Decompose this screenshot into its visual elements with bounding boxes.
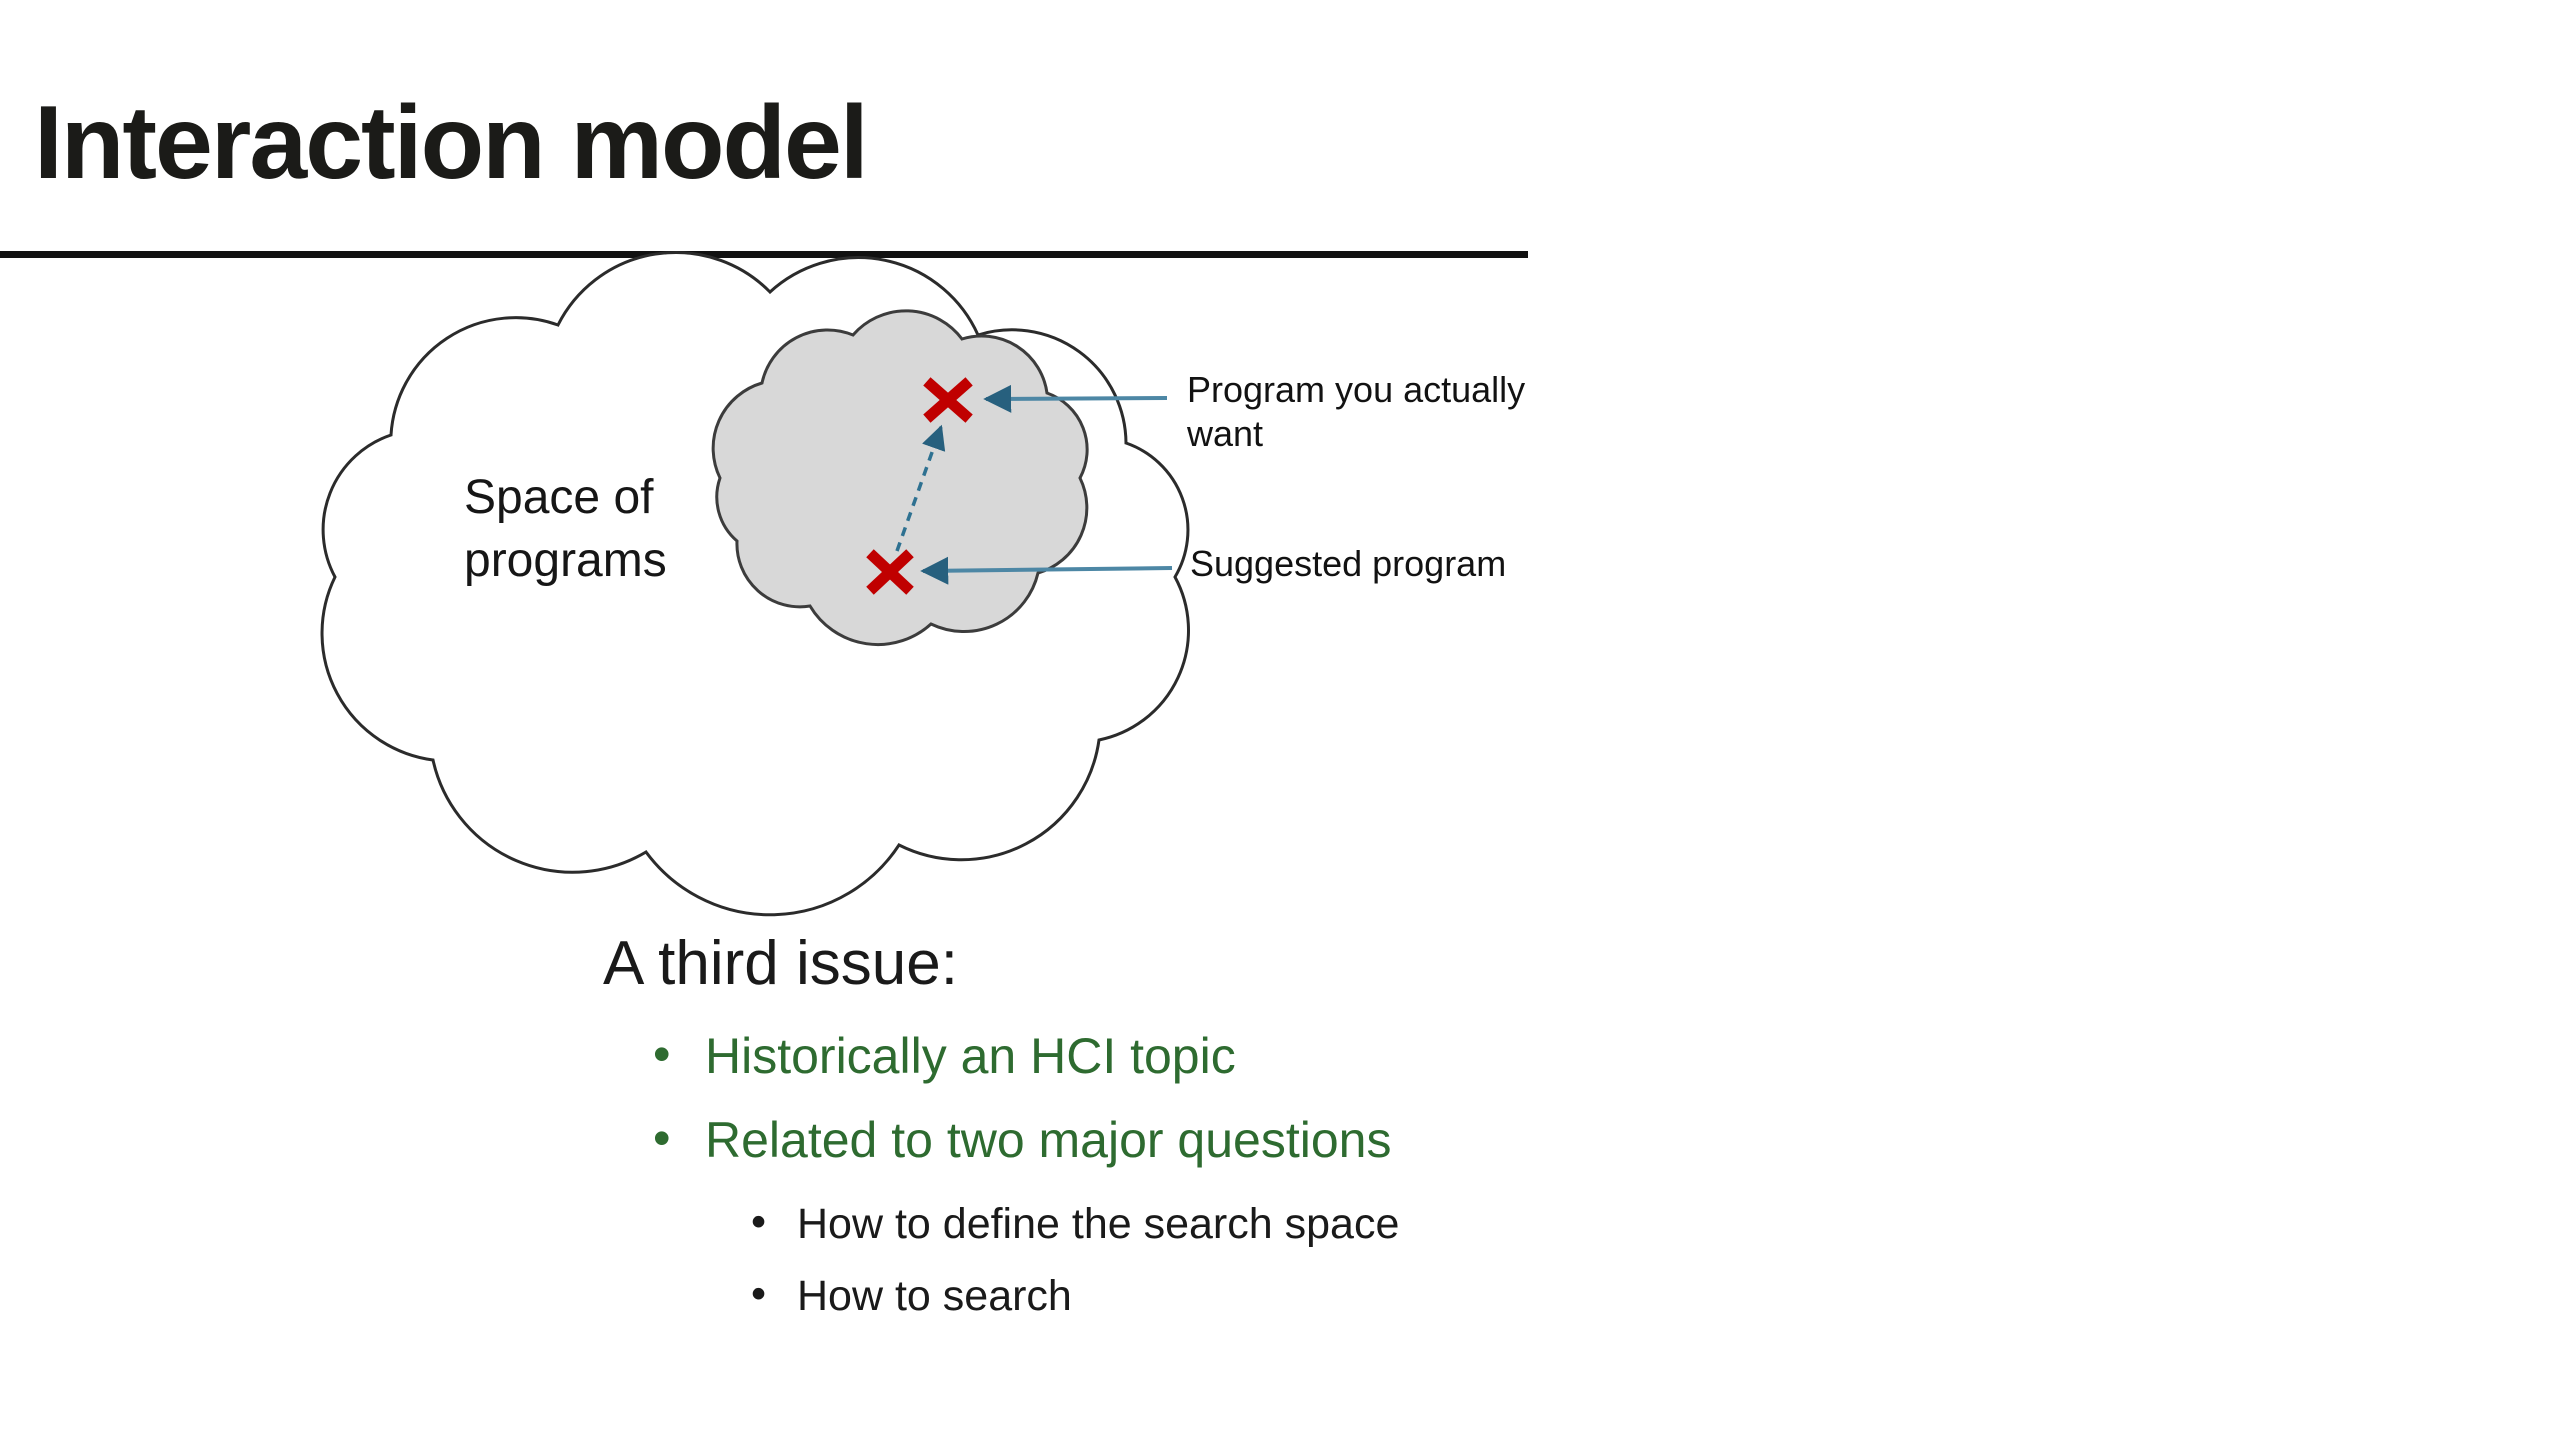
x-marker-suggested-program [866, 549, 914, 595]
dashed-arrow-suggested-to-wanted [895, 424, 946, 552]
wanted-program-label: Program you actually want [1187, 369, 1526, 454]
page-title: Interaction model [34, 85, 869, 201]
arrow-to-wanted-program [983, 384, 1168, 413]
space-of-programs-label: Space of programs [464, 471, 667, 588]
x-marker-wanted-program [923, 377, 973, 423]
green-bullet-list: Historically an HCI topic Related to two… [603, 1025, 1703, 1169]
suggested-program-label: Suggested program [1190, 543, 1507, 584]
arrow-to-suggested-program [920, 556, 1173, 585]
issue-text-block: A third issue: Historically an HCI topic… [603, 928, 1703, 1344]
bullet-hci-topic: Historically an HCI topic [603, 1025, 1703, 1085]
sub-bullet-list: How to define the search space How to se… [603, 1197, 1703, 1322]
bullet-two-questions: Related to two major questions [603, 1109, 1703, 1169]
sub-bullet-how-to-search: How to search [603, 1269, 1703, 1321]
issue-heading: A third issue: [603, 929, 958, 998]
sub-bullet-define-search-space: How to define the search space [603, 1197, 1703, 1249]
title-divider-line [0, 251, 1528, 258]
